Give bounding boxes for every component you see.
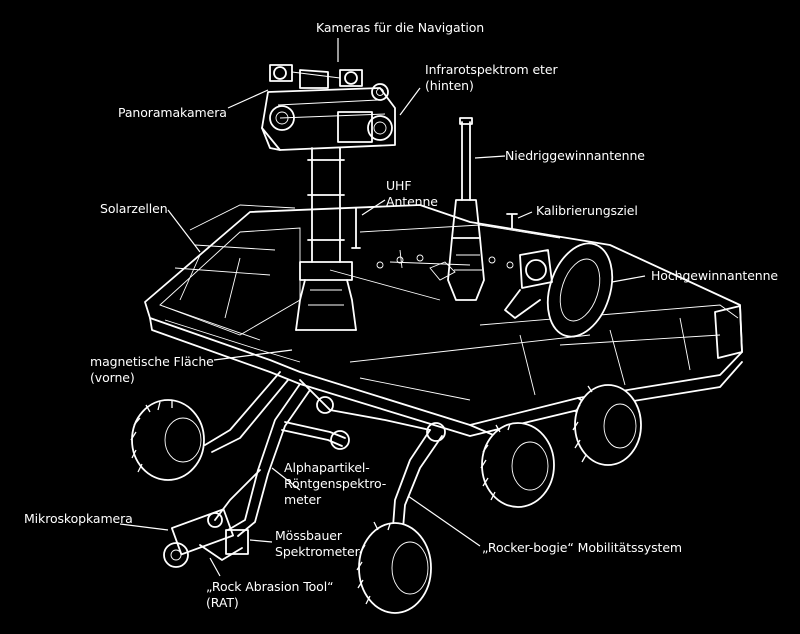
wheel-back-left [572,384,642,466]
calibration-target-shape [506,213,518,229]
label-moessbauer-spectrometer: Mössbauer Spektrometer [275,528,360,559]
wheel-front-left [130,399,205,481]
label-alpha-xray-spectrometer: Alphapartikel- Röntgenspektro- meter [284,460,387,507]
label-cameras-navigation: Kameras für die Navigation [316,20,485,35]
wheel-middle-left [480,422,555,508]
solar-deck [144,204,743,437]
label-high-gain-antenna: Hochgewinnantenne [651,268,779,283]
label-rocker-bogie: „Rocker-bogie“ Mobilitätssystem [482,540,682,555]
label-rock-abrasion-tool: „Rock Abrasion Tool“ (RAT) [206,579,334,610]
label-infrared-spectrometer: Infrarotspektrom eter (hinten) [425,62,558,93]
uhf-antenna-shape [351,207,361,249]
wheel-front-right [356,521,432,614]
low-gain-antenna-shape [447,117,485,301]
label-calibration-target: Kalibrierungsziel [536,203,638,218]
label-microscope-camera: Mikroskopkamera [24,511,133,526]
label-uhf-antenna: UHF Antenne [386,178,438,209]
label-low-gain-antenna: Niedriggewinnantenne [505,148,645,163]
label-solar-cells: Solarzellen [100,201,168,216]
high-gain-antenna-shape [504,242,614,338]
pancam-mast [261,64,396,331]
label-magnetic-surface: magnetische Fläche (vorne) [90,354,214,385]
label-panorama-camera: Panoramakamera [118,105,227,120]
instrument-arm [163,421,350,568]
leader-lines [119,38,646,577]
